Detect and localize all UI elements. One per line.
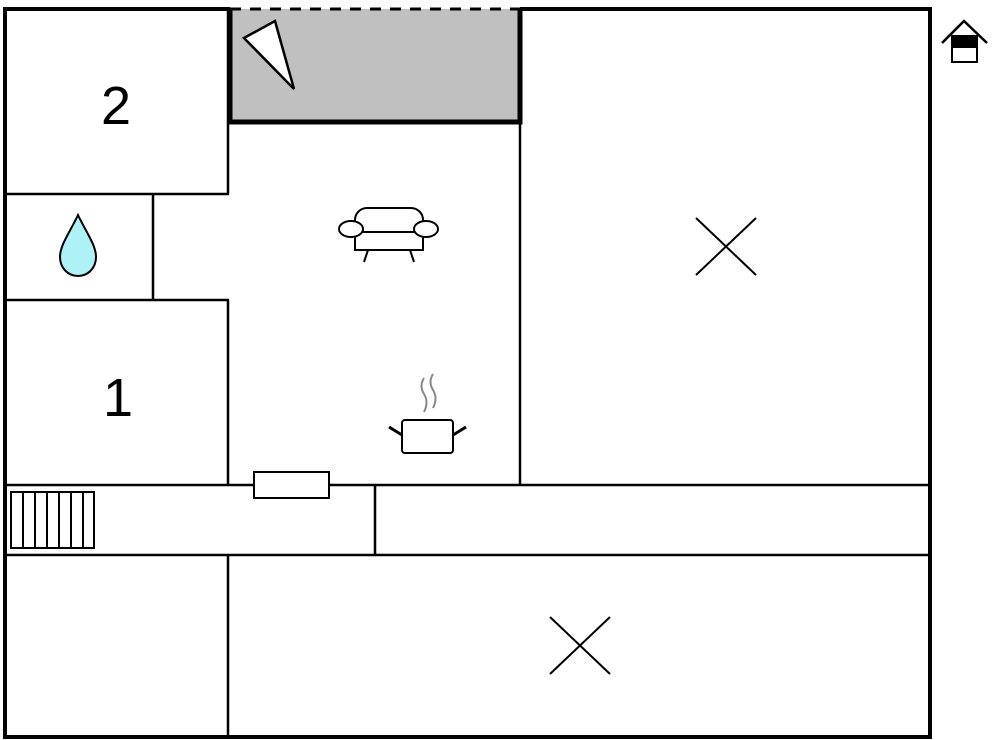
window-element bbox=[253, 471, 330, 499]
stairs-icon bbox=[10, 491, 95, 549]
sofa-icon bbox=[338, 207, 439, 263]
room-label-1: 1 bbox=[103, 368, 133, 428]
bathroom-drop-icon bbox=[58, 212, 98, 278]
house-icon bbox=[941, 19, 988, 63]
room-label-2: 2 bbox=[101, 76, 131, 136]
terrace-icon bbox=[241, 19, 296, 90]
terrace-wall bbox=[227, 9, 523, 125]
unlabeled-room-x-icon bbox=[695, 217, 757, 276]
cooking-pot-icon bbox=[388, 373, 467, 454]
interior-walls bbox=[5, 9, 930, 737]
unlabeled-room-x-icon bbox=[549, 616, 611, 675]
outer-wall bbox=[3, 7, 932, 739]
